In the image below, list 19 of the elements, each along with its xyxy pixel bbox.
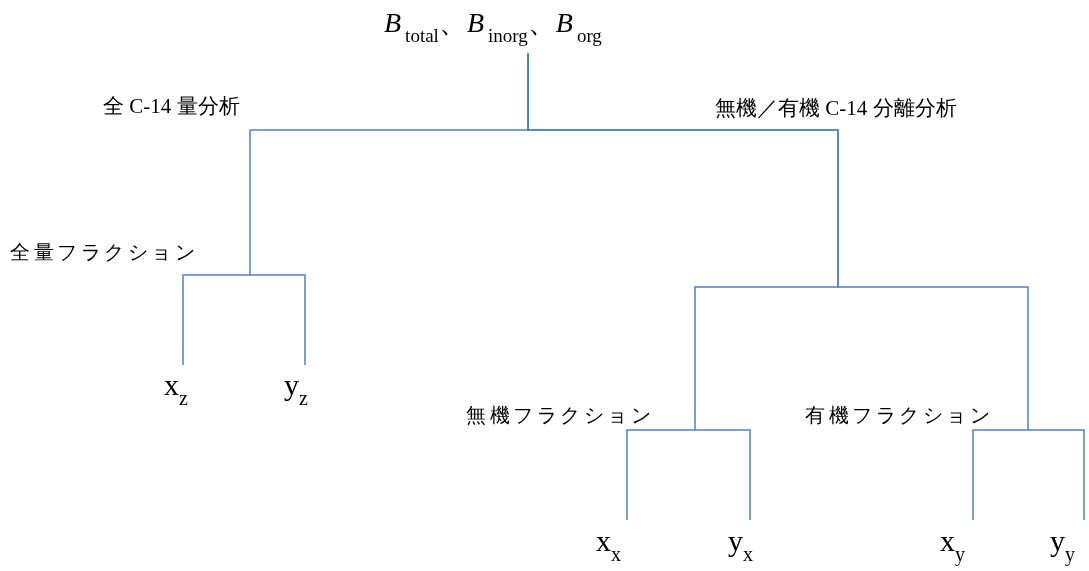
tree-line	[972, 429, 1029, 521]
tree-line	[249, 274, 306, 366]
fraction-label: 有機フラクション	[805, 404, 1029, 426]
root-label: B$_{total}$、B$_{inorg}$、B$_{org}$	[384, 8, 602, 47]
branch-label: 全 C-14 量分析	[103, 95, 240, 119]
branch-label: 無機／有機 C-14 分離分析	[715, 97, 957, 121]
variable-label: x$_{y}$	[940, 524, 965, 565]
variable-label: x$_{z}$	[164, 368, 188, 409]
fraction-label: 無機フラクション	[466, 404, 696, 426]
variable-label: x$_{x}$	[596, 524, 621, 565]
fraction-label: 全量フラクション	[10, 241, 251, 263]
tree-line	[1027, 429, 1085, 521]
tree-line	[694, 429, 751, 521]
variable-label: y$_{z}$	[284, 368, 308, 409]
variable-label: y$_{y}$	[1050, 524, 1075, 565]
variable-label: y$_{x}$	[728, 524, 753, 565]
tree-line	[626, 429, 696, 521]
tree-line	[527, 52, 1029, 431]
tree-line	[182, 274, 251, 366]
